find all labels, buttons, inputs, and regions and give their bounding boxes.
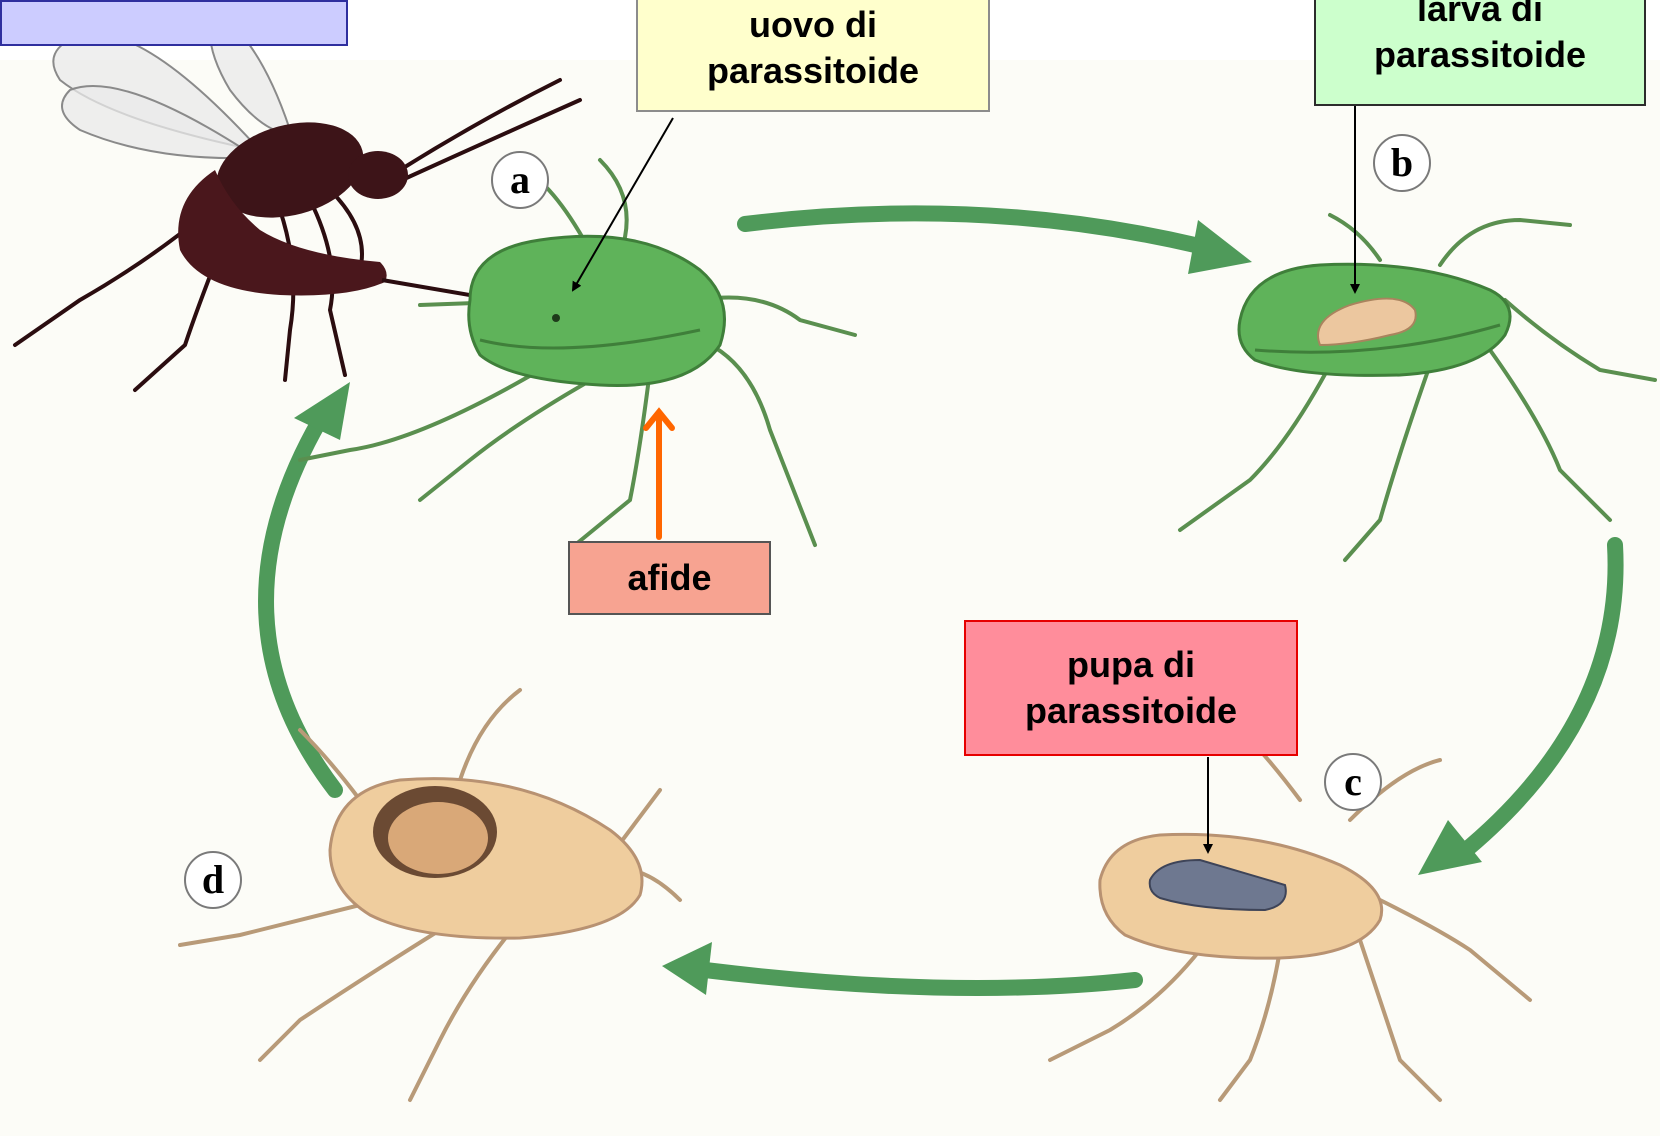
stage-letter-c: c <box>1344 759 1362 804</box>
pupa-label-line-1: pupa di <box>966 642 1296 688</box>
parasitoid-egg-dot <box>552 314 560 322</box>
egg-label-line-2: parassitoide <box>638 48 988 94</box>
stage-letter-b: b <box>1391 140 1413 185</box>
egg-label: uovo di parassitoide <box>636 0 990 112</box>
larva-label: larva di parassitoide <box>1314 0 1646 106</box>
wasp-head <box>348 151 408 199</box>
egg-label-line-1: uovo di <box>638 2 988 48</box>
aphid-label-text: afide <box>570 555 769 601</box>
pupa-label-line-2: parassitoide <box>966 688 1296 734</box>
top-left-box <box>0 0 348 46</box>
stage-letter-a: a <box>510 157 530 202</box>
aphid-label: afide <box>568 541 771 615</box>
pupa-label: pupa di parassitoide <box>964 620 1298 756</box>
stage-letter-d: d <box>202 857 224 902</box>
larva-label-line-1: larva di <box>1316 0 1644 32</box>
larva-label-line-2: parassitoide <box>1316 32 1644 78</box>
